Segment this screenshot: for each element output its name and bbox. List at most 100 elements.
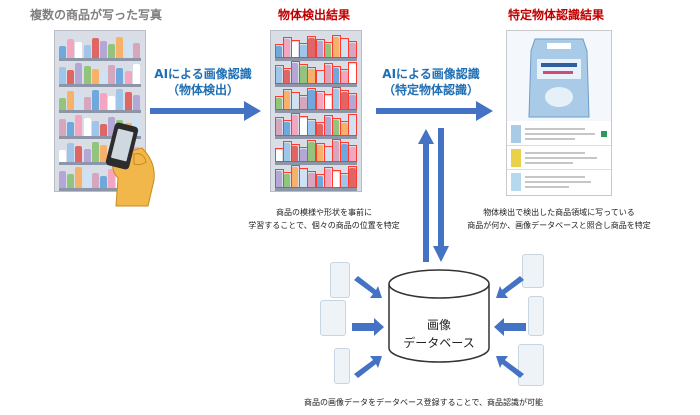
- shelf-product: [91, 173, 99, 188]
- shelf-product: [67, 39, 75, 58]
- detection-box: [348, 145, 358, 162]
- shelf-product: [124, 92, 132, 110]
- shelf-board: [59, 110, 141, 113]
- heading-detection-result: 物体検出結果: [278, 8, 351, 22]
- shelf-row: [274, 35, 358, 61]
- shelf-product: [340, 144, 348, 162]
- shelf-product: [324, 148, 332, 162]
- match-item-3-thumb: [511, 173, 521, 191]
- shelf-board: [59, 58, 141, 61]
- detection-box: [348, 41, 358, 58]
- shelf-product: [348, 116, 356, 136]
- detection-result-photo: [270, 30, 362, 192]
- shelf-product: [91, 121, 99, 136]
- shelf-product: [132, 64, 140, 84]
- shelf-row: [274, 87, 358, 113]
- shelf-product: [332, 141, 340, 162]
- arrow2-label-line1: AIによる画像認識: [382, 67, 480, 81]
- divider: [507, 145, 611, 146]
- shelf-product: [83, 66, 91, 84]
- left-inbound-arrows-icon: [352, 276, 384, 378]
- shelf-product: [116, 89, 124, 110]
- shelf-product: [291, 42, 299, 58]
- arrow-right-icon: [150, 101, 261, 121]
- shelf-product: [316, 41, 323, 58]
- match-item-3-line-c: [525, 186, 569, 188]
- shelf-product: [108, 96, 116, 110]
- shelf-product: [67, 143, 75, 162]
- shelf-product: [324, 117, 332, 136]
- shelf-product: [132, 43, 140, 58]
- shelf-product: [299, 97, 307, 110]
- heading-original-photo: 複数の商品が写った写真: [30, 8, 163, 22]
- shelf-product: [75, 94, 83, 110]
- shelf-product: [316, 124, 323, 136]
- product-thumb-left-2: [320, 300, 346, 336]
- shelf-product: [100, 124, 107, 136]
- shelf-board: [275, 162, 357, 165]
- shelf-product: [67, 174, 75, 188]
- shelf-product: [116, 37, 124, 58]
- detection-box: [348, 114, 358, 136]
- match-item-2-line: [525, 152, 585, 154]
- shelf-product: [283, 70, 291, 84]
- shelf-product: [108, 169, 116, 188]
- shelf-product: [348, 43, 356, 58]
- shelf-product: [59, 150, 66, 162]
- match-item-1-line-b: [525, 133, 595, 135]
- match-item-3-line: [525, 176, 585, 178]
- shelf-product: [275, 67, 282, 84]
- shelf-product: [100, 41, 107, 58]
- shelf-product: [307, 121, 315, 136]
- shelf-product: [275, 150, 282, 162]
- bidirectional-arrow-icon: [418, 128, 449, 262]
- match-item-2-line-b: [525, 157, 597, 159]
- detection-caption-line1: 商品の模様や形状を事前に: [276, 208, 372, 217]
- shelf-product: [108, 65, 116, 84]
- shelf-board: [275, 110, 357, 113]
- shelf-board: [275, 84, 357, 87]
- shelf-product: [59, 46, 66, 58]
- heading-recognition-result: 特定物体認識結果: [508, 8, 605, 22]
- shelf-board: [59, 188, 141, 191]
- shelf-product: [100, 176, 107, 188]
- shelf-product: [100, 145, 107, 162]
- shelf-product: [307, 69, 315, 84]
- shelf-product: [348, 147, 356, 162]
- hand-with-phone-icon: [105, 122, 155, 207]
- right-inbound-arrows-icon: [494, 276, 526, 378]
- shelf-product: [340, 92, 348, 110]
- shelf-product: [275, 119, 282, 136]
- shelf-board: [59, 136, 141, 139]
- shelf-product: [299, 66, 307, 84]
- shelf-product: [116, 68, 124, 84]
- shelf-product: [291, 94, 299, 110]
- shelf-product: [299, 118, 307, 136]
- shelf-product: [91, 90, 99, 110]
- shelf-product: [67, 122, 75, 136]
- shelf-product: [340, 123, 348, 136]
- shelf-board: [275, 188, 357, 191]
- shelf-product: [275, 171, 282, 188]
- product-thumb-right-3: [518, 344, 544, 386]
- shelf-product: [75, 115, 83, 136]
- shelf-product: [316, 93, 323, 110]
- recognized-product-image: [507, 31, 611, 121]
- shelf-product: [132, 95, 140, 110]
- shelf-product: [348, 168, 356, 188]
- shelf-product: [275, 46, 282, 58]
- shelf-product: [332, 89, 340, 110]
- shelf-product: [324, 169, 332, 188]
- recognition-caption: 物体検出で検出した商品領域に写っている 商品が何か、画像データベースと照合し商品…: [456, 206, 662, 232]
- shelf-product: [83, 149, 91, 162]
- shelf-product: [132, 116, 140, 136]
- arrow-right-icon-2: [376, 101, 493, 121]
- shelf-product: [307, 142, 315, 162]
- shelf-product: [340, 40, 348, 58]
- divider-2: [507, 169, 611, 170]
- shelf-product: [100, 93, 107, 110]
- shelf-product: [59, 119, 66, 136]
- match-check-icon: [601, 131, 607, 137]
- database-label-line1: 画像: [426, 318, 451, 332]
- match-item-2-line-c: [525, 162, 573, 164]
